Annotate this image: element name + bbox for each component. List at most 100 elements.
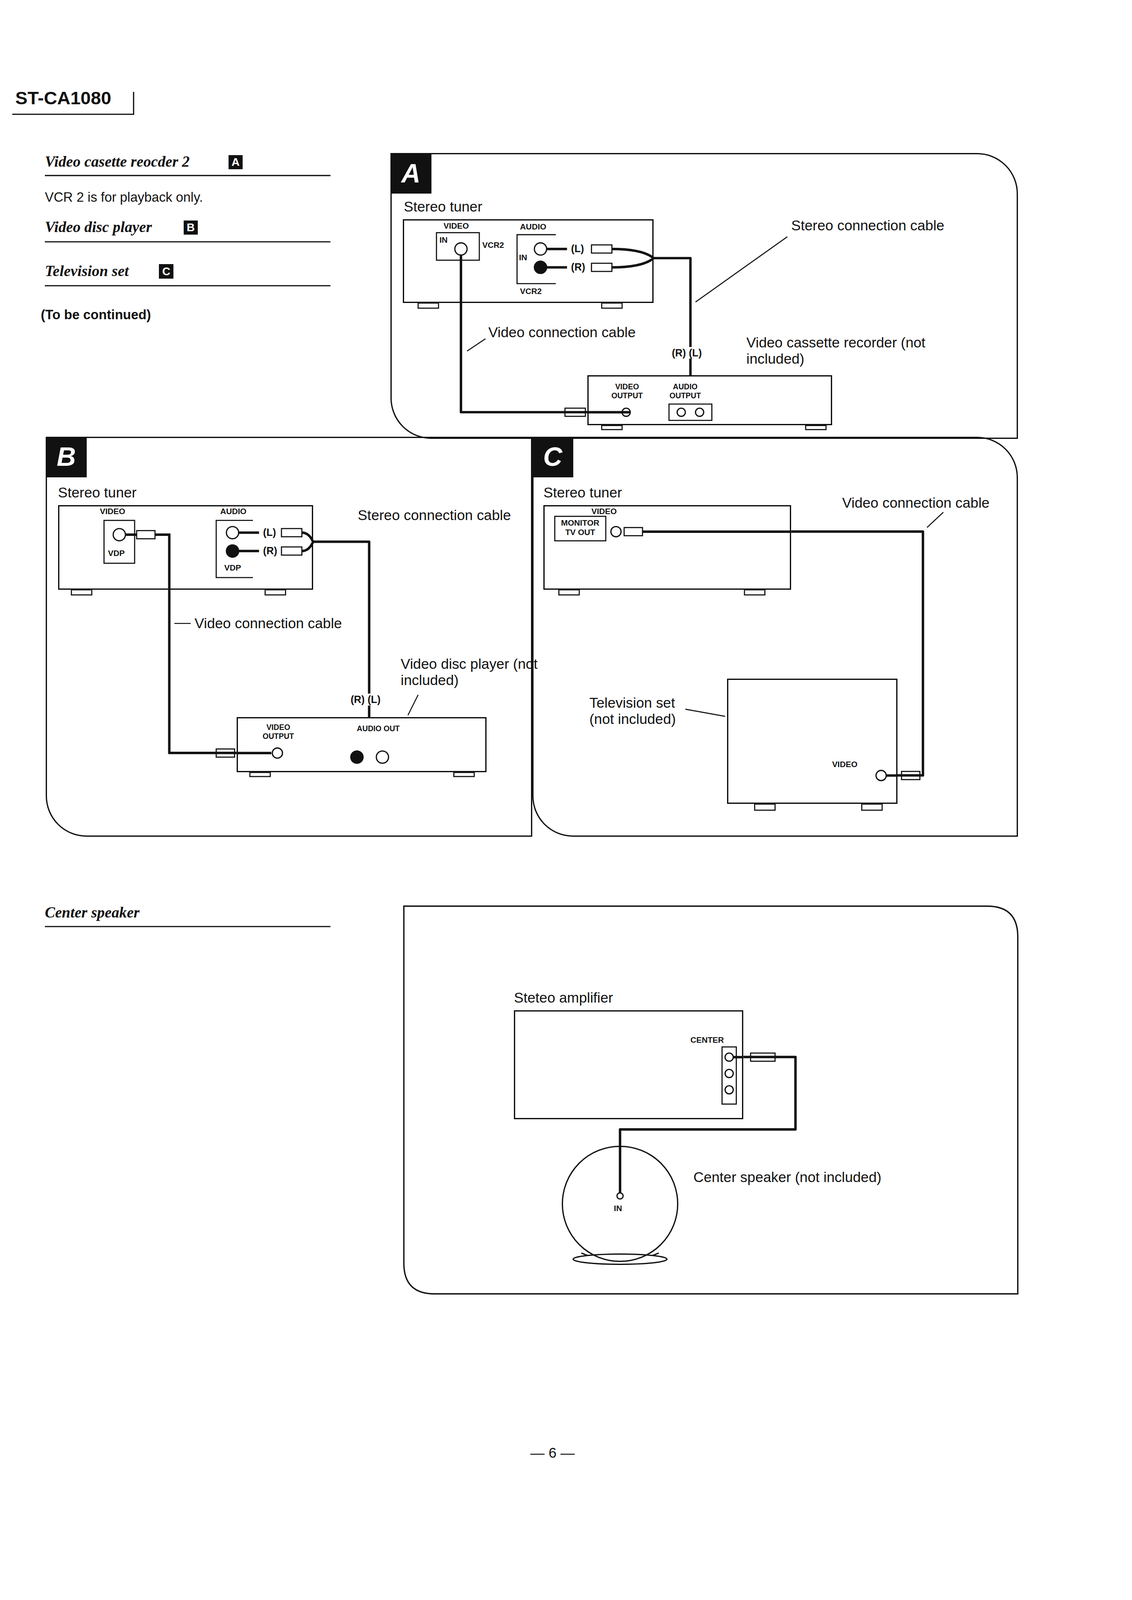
video-disc-player: Video disc player (not included)VIDEO OU…: [236, 716, 487, 772]
panel-b: BStereo tunerVIDEOAUDIOVDPVDP(L)(R)Video…: [45, 436, 533, 837]
stereo-tuner: Stereo tunerVIDEOAUDIOVDPVDP(L)(R): [58, 504, 314, 590]
device-label: AUDIO OUT: [356, 724, 400, 734]
page-label: Center speaker: [44, 903, 140, 921]
device-label: Center speaker (not included): [693, 1168, 882, 1185]
jack: [272, 747, 283, 758]
jack: [113, 242, 887, 1199]
cable-wire: [236, 751, 272, 754]
device-label: Television set (not included): [589, 694, 702, 728]
device-foot: [265, 589, 286, 595]
device-foot: [71, 302, 883, 810]
device-label: VDP: [224, 563, 241, 573]
leader-line: [174, 622, 191, 624]
jack: [376, 750, 389, 763]
plug: [591, 244, 613, 253]
cable-wire: [238, 532, 260, 551]
device-label: Stereo tuner: [543, 484, 622, 501]
device-foot: [861, 803, 883, 810]
jack: [610, 526, 622, 537]
leader-line: [695, 236, 788, 303]
device-label: (R): [263, 544, 278, 557]
device-label: (R): [571, 261, 586, 273]
device-label: (R) (L): [349, 693, 382, 705]
jack: [226, 544, 239, 558]
device-label: Video cassette recorder (not included): [746, 334, 930, 368]
television-set: Television set (not included)VIDEO: [727, 678, 898, 804]
device-label: IN: [519, 252, 528, 263]
device-foot: [744, 589, 766, 595]
device-foot: [558, 589, 580, 595]
panel-outline: [403, 905, 1018, 1294]
device-label: VCR2: [519, 286, 542, 297]
cable-label: Video connection cable: [841, 494, 991, 511]
connection-cable: [460, 302, 588, 413]
device-label: VIDEO OUTPUT: [258, 722, 298, 741]
page-label: Video disc player: [44, 218, 153, 236]
letter-box: B: [45, 436, 87, 478]
device-foot: [754, 803, 776, 810]
letter-box: A: [390, 152, 432, 194]
terminal-panel: [104, 232, 737, 1104]
letter-box: C: [532, 436, 573, 478]
device-label: IN: [613, 1203, 622, 1213]
cable-wire: [125, 534, 170, 590]
page-label: (To be continued): [40, 307, 151, 323]
cable-wire: [642, 530, 792, 533]
device-foot: [601, 425, 623, 430]
device-label: VCR2: [482, 240, 505, 250]
device-label: Steteo amplifier: [513, 989, 613, 1006]
device-label: IN: [439, 235, 448, 245]
page-label: Television set: [44, 262, 130, 280]
device-foot: [418, 302, 439, 308]
jack: [724, 1068, 734, 1077]
cable-label: Stereo connection cable: [790, 217, 945, 234]
device-foot: [71, 589, 92, 595]
terminal-panel: [216, 520, 253, 578]
terminal-panel: [554, 516, 606, 541]
stereo-amplifier: Steteo amplifierCENTER: [513, 1009, 744, 1119]
terminal-panel: [104, 520, 135, 564]
leader-line: [407, 694, 419, 716]
terminal-panel: [721, 1046, 737, 1104]
leader-line: [174, 236, 944, 716]
page-label: Video casette reocder 2: [44, 152, 190, 171]
device-label: VIDEO: [591, 506, 617, 517]
terminal-panel: [668, 404, 712, 421]
plug: [136, 530, 156, 539]
connection-cable: [620, 1056, 796, 1146]
video-cassette-recorder: Video cassette recorder (not included)VI…: [587, 375, 833, 426]
speaker-stand: [573, 1253, 668, 1264]
device-label: Stereo tuner: [58, 484, 137, 501]
device-label: (R) (L): [671, 346, 703, 359]
plug: [281, 528, 303, 537]
jack: [724, 1085, 734, 1094]
cable-wire: [618, 1145, 622, 1193]
jack: [695, 407, 704, 417]
cable-label: Video connection cable: [193, 615, 344, 632]
speaker-stand: [573, 1252, 668, 1264]
cable-wire: [459, 255, 463, 303]
letter-box: C: [158, 263, 174, 279]
plug: [281, 546, 303, 555]
device-label: VIDEO: [99, 506, 126, 517]
stereo-tuner: Stereo tunerVIDEOINVCR2AUDIOINVCR2(L)(R): [402, 219, 654, 303]
leader-line: [466, 338, 486, 352]
jack: [226, 526, 239, 539]
device-foot: [805, 425, 827, 430]
page-label: ST-CA1080: [15, 87, 112, 109]
device-label: VIDEO: [443, 221, 469, 231]
device-label: AUDIO: [519, 222, 546, 232]
device-label: AUDIO OUTPUT: [662, 382, 708, 400]
device-label: Video disc player (not included): [400, 655, 544, 689]
letter-box: B: [183, 220, 198, 235]
plug: [624, 527, 643, 536]
jack: [677, 407, 686, 417]
jack: [724, 1052, 734, 1061]
center-speaker: Center speaker (not included)IN: [561, 1145, 678, 1262]
cable-wire: [611, 249, 654, 268]
device-label: VIDEO: [832, 759, 858, 769]
device-label: (L): [263, 526, 276, 538]
terminal-panel: [436, 232, 480, 260]
device-label: Stereo tuner: [403, 198, 483, 215]
